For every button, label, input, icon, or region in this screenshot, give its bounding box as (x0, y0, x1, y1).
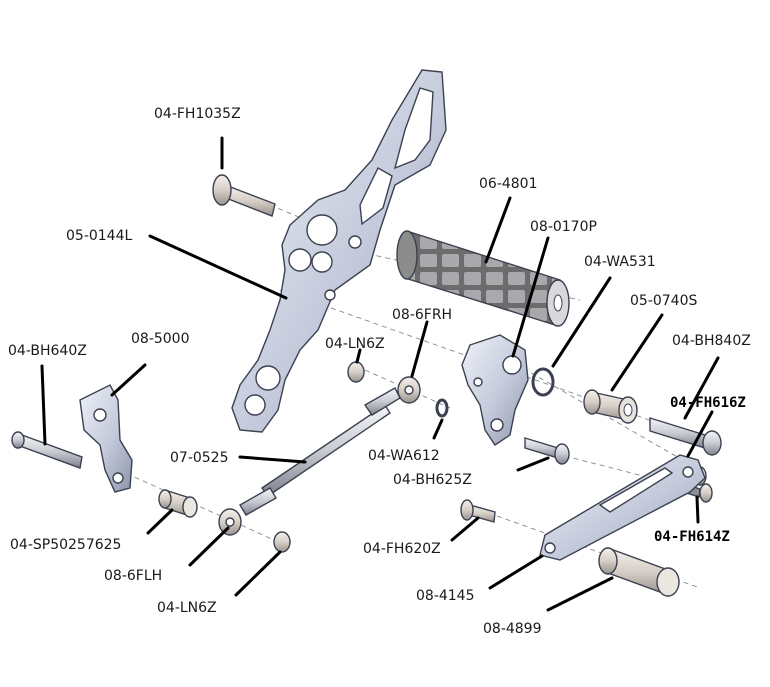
label-sp50257625: 04-SP50257625 (10, 537, 121, 553)
leader-line (234, 550, 282, 597)
label-4801: 06-4801 (479, 176, 538, 192)
label-4899: 08-4899 (483, 621, 542, 637)
leader-line (686, 410, 714, 458)
footpeg-grip (396, 230, 570, 327)
axis-line (279, 289, 721, 446)
part-labels: 04-FH1035Z 06-4801 05-0144L 08-0170P 04-… (8, 106, 751, 637)
leader-line (410, 320, 429, 378)
label-fh616z: 04-FH616Z (670, 395, 746, 411)
label-ln6z-top: 04-LN6Z (325, 336, 385, 352)
axis-line (479, 509, 701, 589)
leader-line (40, 364, 47, 446)
label-4145: 08-4145 (416, 588, 475, 604)
leader-line (546, 576, 614, 612)
label-5000: 08-5000 (131, 331, 190, 347)
bolt-bh840z (649, 417, 722, 456)
leader-lines (40, 136, 720, 612)
label-fh620z: 04-FH620Z (363, 541, 441, 557)
leader-line (432, 418, 444, 440)
leader-line (516, 456, 550, 472)
leader-line (511, 236, 550, 358)
spacer-4899 (598, 546, 680, 597)
leader-line (488, 554, 544, 590)
label-bh840z: 04-BH840Z (672, 333, 751, 349)
hanger-plate (231, 69, 447, 433)
leader-line (683, 356, 720, 420)
label-0740s: 05-0740S (630, 293, 697, 309)
bracket-5000 (79, 384, 133, 493)
shift-arm (539, 454, 706, 561)
shift-lever-body (461, 334, 529, 446)
label-ln6z-bottom: 04-LN6Z (157, 600, 217, 616)
spacer-0740s (583, 389, 638, 424)
spacer-sp50257625 (158, 489, 198, 518)
bolt-fh620z (460, 499, 496, 523)
label-fh614z: 04-FH614Z (654, 529, 730, 545)
bolt-bh625z (524, 437, 570, 465)
leader-line (188, 526, 230, 567)
label-0144l: 05-0144L (66, 228, 132, 244)
label-6flh: 08-6FLH (104, 568, 162, 584)
leader-line (355, 348, 362, 364)
label-fh1035z: 04-FH1035Z (154, 106, 241, 122)
leader-line (484, 196, 512, 264)
circlip-wa531 (531, 367, 555, 397)
bolt-bh640z (11, 431, 83, 469)
label-wa531: 04-WA531 (584, 254, 656, 270)
leader-line (551, 276, 612, 368)
leader-line (110, 363, 147, 397)
bolt-fh1035z (212, 174, 276, 217)
leader-line (695, 495, 700, 524)
leader-line (146, 508, 174, 535)
label-bh625z: 04-BH625Z (393, 472, 472, 488)
label-0525: 07-0525 (170, 450, 229, 466)
label-0170p: 08-0170P (530, 219, 597, 235)
leader-line (238, 455, 307, 464)
leader-line (610, 313, 664, 392)
linkage-rod (218, 376, 421, 536)
label-wa612: 04-WA612 (368, 448, 440, 464)
leader-line (450, 516, 480, 542)
nuts-and-washer (273, 361, 449, 553)
label-6frh: 08-6FRH (392, 307, 452, 323)
leader-line (148, 234, 288, 300)
label-bh640z: 04-BH640Z (8, 343, 87, 359)
